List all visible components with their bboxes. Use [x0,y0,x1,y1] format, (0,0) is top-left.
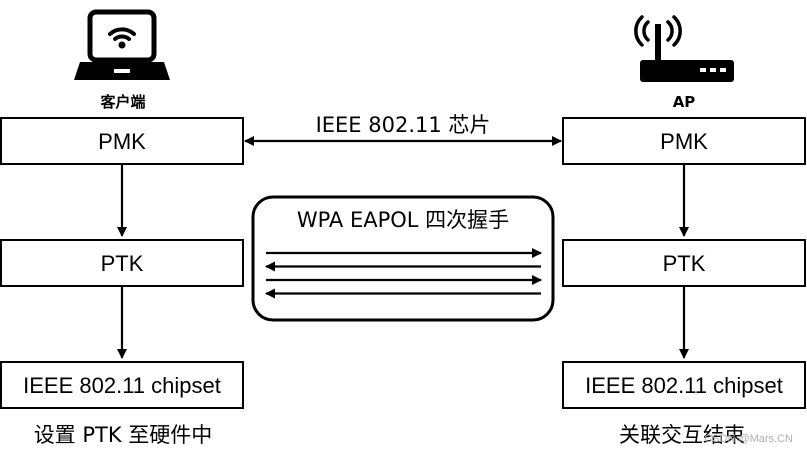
ap-chipset-text: IEEE 802.11 chipset [585,373,783,398]
handshake-arrows [265,248,542,299]
client-ptk-box: PTK [0,239,244,287]
client-pmk-box: PMK [0,117,244,165]
client-chipset-box: IEEE 802.11 chipset [0,361,244,409]
client-pmk-text: PMK [98,129,146,154]
ap-caption: 关联交互结束 [619,423,745,447]
watermark: CSDN @Mars.CN [704,433,793,445]
ap-pmk-text: PMK [660,129,708,154]
handshake-title: WPA EAPOL 四次握手 [297,208,509,232]
ap-chipset-box: IEEE 802.11 chipset [562,361,806,409]
ap-ptk-box: PTK [562,239,806,287]
wifi-router-icon [634,15,734,82]
client-label: 客户端 [99,93,145,111]
ap-label: AP [673,93,696,111]
client-caption: 设置 PTK 至硬件中 [34,423,213,447]
client-chipset-text: IEEE 802.11 chipset [23,373,221,398]
link-label: IEEE 802.11 芯片 [316,113,491,137]
laptop-wifi-icon [74,9,170,80]
handshake-container: WPA EAPOL 四次握手 [251,195,555,322]
client-ptk-text: PTK [101,251,144,276]
ap-pmk-box: PMK [562,117,806,165]
ap-ptk-text: PTK [663,251,706,276]
